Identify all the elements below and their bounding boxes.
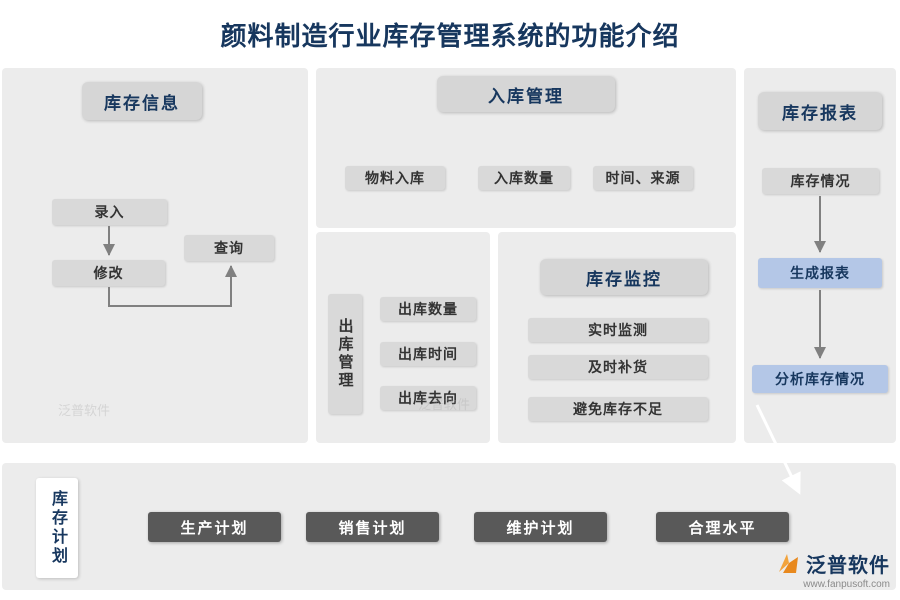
brand-url: www.fanpusoft.com	[803, 579, 890, 590]
panel-inbound: 入库管理 物料入库 入库数量 时间、来源	[316, 68, 736, 228]
outbound-item: 出库去向	[380, 386, 476, 410]
monitoring-item: 避免库存不足	[528, 397, 708, 421]
page-title: 颜料制造行业库存管理系统的功能介绍	[220, 21, 680, 51]
report-header: 库存报表	[758, 92, 882, 130]
inventory-info-header: 库存信息	[82, 82, 202, 120]
monitoring-header: 库存监控	[540, 259, 708, 295]
plan-item: 销售计划	[306, 512, 439, 542]
inbound-item: 时间、来源	[593, 166, 693, 190]
outbound-header: 出库管理	[328, 294, 362, 414]
flow-node-query: 查询	[184, 235, 274, 261]
plan-item: 生产计划	[148, 512, 281, 542]
outbound-item: 出库时间	[380, 342, 476, 366]
flow-node-entry: 录入	[52, 199, 167, 225]
report-step: 库存情况	[762, 168, 879, 194]
report-step: 生成报表	[758, 258, 882, 288]
panel-inventory-info: 库存信息 录入 修改 查询	[2, 68, 308, 443]
fanpu-logo-icon	[779, 553, 798, 573]
panel-report: 库存报表 库存情况 生成报表 分析库存情况	[744, 68, 896, 443]
inbound-item: 物料入库	[345, 166, 445, 190]
branding: 泛普软件 www.fanpusoft.com	[775, 549, 890, 590]
report-step: 分析库存情况	[752, 365, 888, 393]
plan-item: 合理水平	[656, 512, 789, 542]
inbound-header: 入库管理	[437, 76, 615, 112]
outbound-item: 出库数量	[380, 297, 476, 321]
monitoring-item: 实时监测	[528, 318, 708, 342]
panel-monitoring: 库存监控 实时监测 及时补货 避免库存不足	[498, 232, 736, 443]
inbound-item: 入库数量	[478, 166, 570, 190]
brand-name: 泛普软件	[806, 555, 890, 577]
flow-node-modify: 修改	[52, 260, 165, 286]
plan-item: 维护计划	[474, 512, 607, 542]
panel-plan: 库存计划 生产计划 销售计划 维护计划 合理水平	[2, 463, 896, 590]
plan-header: 库存计划	[36, 478, 78, 578]
panel-outbound: 出库管理 出库数量 出库时间 出库去向	[316, 232, 490, 443]
monitoring-item: 及时补货	[528, 355, 708, 379]
